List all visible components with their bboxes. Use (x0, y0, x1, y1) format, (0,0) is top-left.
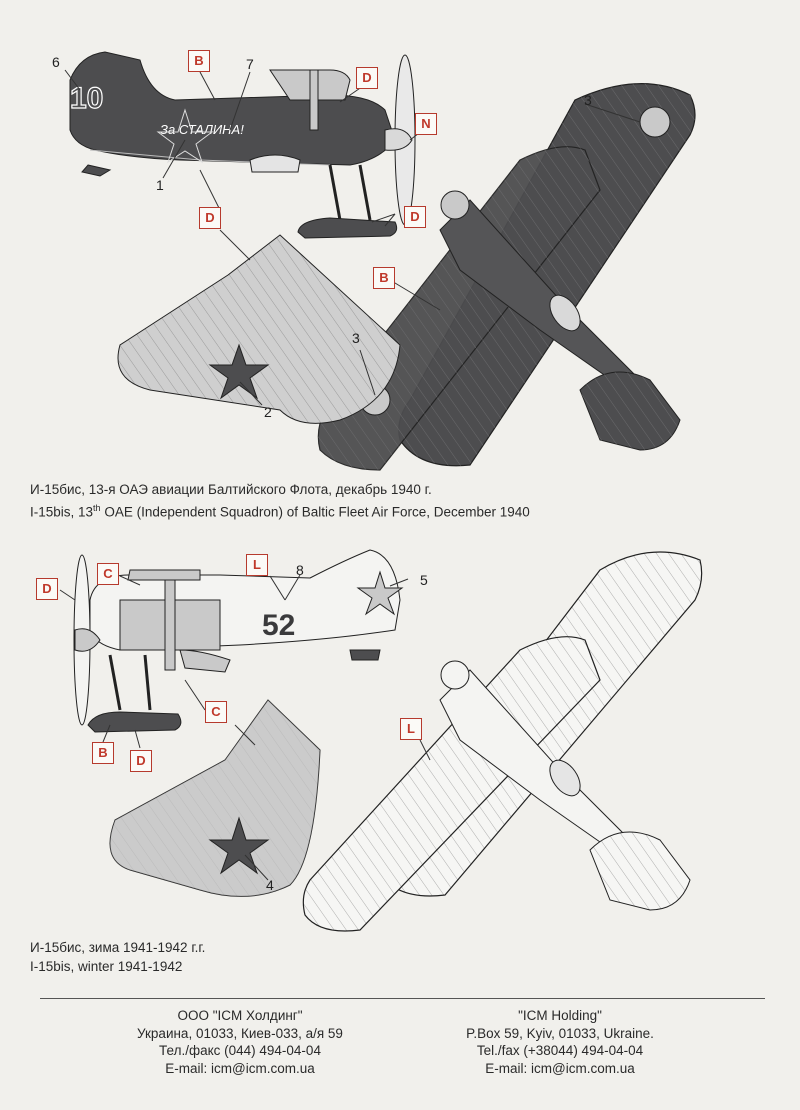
callout-number: 3 (584, 92, 592, 108)
callout-number: 4 (266, 877, 274, 893)
marking-tag-d: D (356, 67, 378, 89)
caption-en: I-15bis, 13th OAE (Independent Squadron)… (30, 503, 530, 520)
marking-tag-d: D (404, 206, 426, 228)
postal-address: P.Box 59, Kyiv, 01033, Ukraine. (466, 1025, 654, 1041)
marking-tag-d: D (36, 578, 58, 600)
lower-wing-2 (109, 699, 321, 897)
callout-number: 5 (420, 572, 428, 588)
marking-tag-d: D (199, 207, 221, 229)
scheme-1-caption: И-15бис, 13-я ОАЭ авиации Балтийского Фл… (30, 480, 530, 522)
company-name: "ICM Holding" (518, 1008, 602, 1023)
footer-address-ru: ООО "ICM Холдинг" Украина, 01033, Киев-0… (70, 1007, 410, 1077)
fuselage-number-52: 52 (262, 609, 295, 642)
callout-number: 8 (296, 562, 304, 578)
email: E-mail: icm@icm.com.ua (485, 1060, 635, 1076)
phone: Тел./факс (044) 494-04-04 (159, 1043, 321, 1058)
caption-ru: И-15бис, 13-я ОАЭ авиации Балтийского Фл… (30, 482, 432, 497)
marking-tag-b: B (188, 50, 210, 72)
scheme-2-caption: И-15бис, зима 1941-1942 г.г. I-15bis, wi… (30, 938, 205, 976)
marking-tag-l: L (400, 718, 422, 740)
side-view-2: 52 (73, 549, 404, 733)
callout-number: 1 (156, 177, 164, 193)
top-view-2 (302, 551, 703, 932)
top-view-1 (317, 83, 696, 471)
callout-number: 7 (246, 56, 254, 72)
marking-tag-n: N (415, 113, 437, 135)
email: E-mail: icm@icm.com.ua (165, 1060, 315, 1076)
caption-en: I-15bis, winter 1941-1942 (30, 959, 183, 974)
callout-number: 2 (264, 404, 272, 420)
phone: Tel./fax (+38044) 494-04-04 (476, 1043, 644, 1058)
marking-tag-b: B (373, 267, 395, 289)
slogan-text: За СТАЛИНА! (160, 122, 244, 137)
callout-number: 3 (352, 330, 360, 346)
callout-number: 6 (52, 54, 60, 70)
footer-address-en: "ICM Holding" P.Box 59, Kyiv, 01033, Ukr… (390, 1007, 730, 1077)
footer-divider (40, 998, 765, 999)
marking-tag-c: C (205, 701, 227, 723)
tail-number-10: 10 (70, 82, 103, 115)
marking-tag-l: L (246, 554, 268, 576)
company-name: ООО "ICM Холдинг" (177, 1008, 303, 1023)
marking-tag-c: C (97, 563, 119, 585)
lower-wing-1 (117, 234, 401, 424)
postal-address: Украина, 01033, Киев-033, а/я 59 (137, 1025, 343, 1041)
marking-tag-b: B (92, 742, 114, 764)
side-view-1: 10 За СТАЛИНА! (69, 51, 416, 239)
caption-ru: И-15бис, зима 1941-1942 г.г. (30, 940, 206, 955)
marking-tag-d: D (130, 750, 152, 772)
